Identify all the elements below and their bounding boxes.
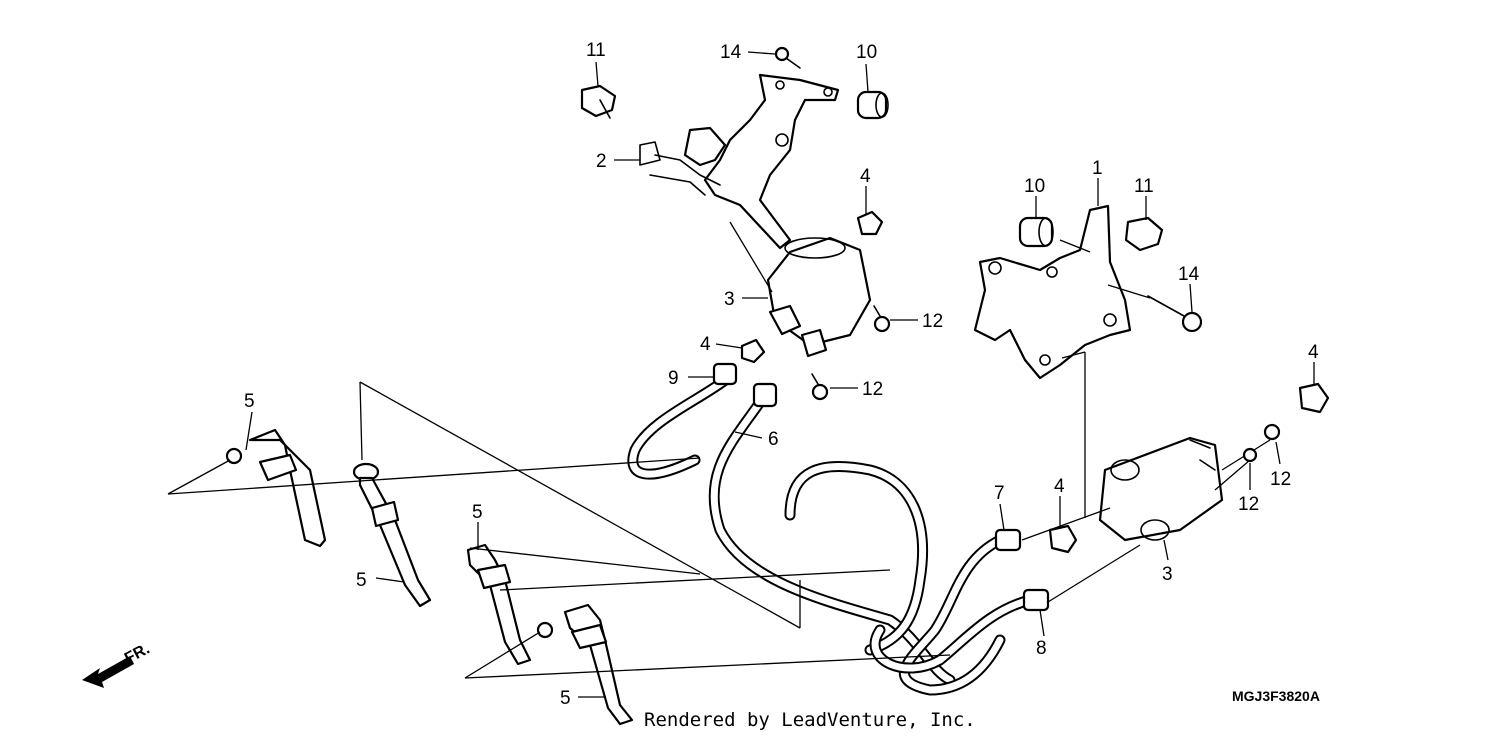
ignition-coil-right: [1098, 436, 1271, 542]
nut-4-right: [1298, 382, 1330, 414]
plug-cap-5-d: [536, 603, 634, 726]
callout-12-a: 12: [922, 311, 943, 332]
callout-4-upper: 4: [860, 166, 871, 187]
callout-4-right: 4: [1308, 342, 1319, 363]
callout-3-upper: 3: [724, 289, 735, 310]
bolt-14-right: [1147, 295, 1203, 333]
callout-5-c: 5: [356, 570, 367, 591]
callout-5-d: 5: [560, 688, 571, 709]
callout-8: 8: [1036, 638, 1047, 659]
screw-12-d: [1242, 447, 1258, 463]
clamp-11-left: [580, 84, 617, 119]
callout-4-mid: 4: [700, 334, 711, 355]
callout-11-right: 11: [1134, 176, 1154, 197]
callout-5-b: 5: [472, 502, 483, 523]
callout-14-right: 14: [1178, 264, 1200, 285]
bracket-upper-left: [683, 73, 840, 250]
callout-7: 7: [994, 483, 1005, 504]
diagram-code: MGJ3F3820A: [1232, 688, 1320, 704]
callout-12-b: 12: [862, 379, 883, 400]
nut-4-mid: [740, 338, 766, 364]
callout-12-c: 12: [1270, 469, 1291, 490]
bracket-upper-right: [973, 204, 1132, 518]
screw-12-a: [873, 305, 891, 333]
callout-6: 6: [768, 429, 779, 450]
callout-12-d: 12: [1238, 494, 1259, 515]
screw-12-c: [1263, 423, 1281, 441]
callout-9: 9: [668, 368, 679, 389]
callouts: 11 14 10 2 4 10 1 11 14 3 12 4 9 12 4 5 …: [244, 40, 1319, 709]
callout-3-lower: 3: [1162, 564, 1173, 585]
front-direction-arrow-icon: FR.: [82, 640, 153, 688]
callout-4-lower: 4: [1054, 476, 1065, 497]
cord-6: [708, 382, 956, 686]
callout-14-upper: 14: [720, 42, 742, 63]
bolt-14-upper: [774, 46, 801, 69]
screw-12-b: [811, 373, 829, 401]
nut-4-lower: [1048, 524, 1078, 554]
render-credit: Rendered by LeadVenture, Inc.: [644, 709, 976, 731]
callout-2: 2: [596, 151, 607, 172]
guide-lines: [167, 381, 1141, 679]
cord-8: [869, 588, 1050, 674]
plug-cap-5-c: [466, 543, 532, 666]
leader-lines: [245, 51, 1315, 698]
plug-cap-5-a: [225, 428, 327, 548]
collar-10-right: [1018, 216, 1054, 248]
callout-5-a: 5: [244, 391, 255, 412]
plug-cap-5-b: [352, 462, 432, 608]
callout-10-right: 10: [1024, 176, 1045, 197]
wire-harness-clip: [639, 141, 721, 196]
collar-10-left: [856, 90, 889, 120]
cord-9: [627, 362, 738, 480]
nut-4-upper: [856, 210, 884, 236]
clamp-11-right: [1124, 216, 1164, 252]
ignition-coil-left: [729, 221, 872, 358]
cord-7: [784, 460, 1022, 696]
callout-11-left: 11: [586, 40, 606, 61]
callout-10-left: 10: [856, 42, 877, 63]
callout-1: 1: [1092, 158, 1103, 179]
